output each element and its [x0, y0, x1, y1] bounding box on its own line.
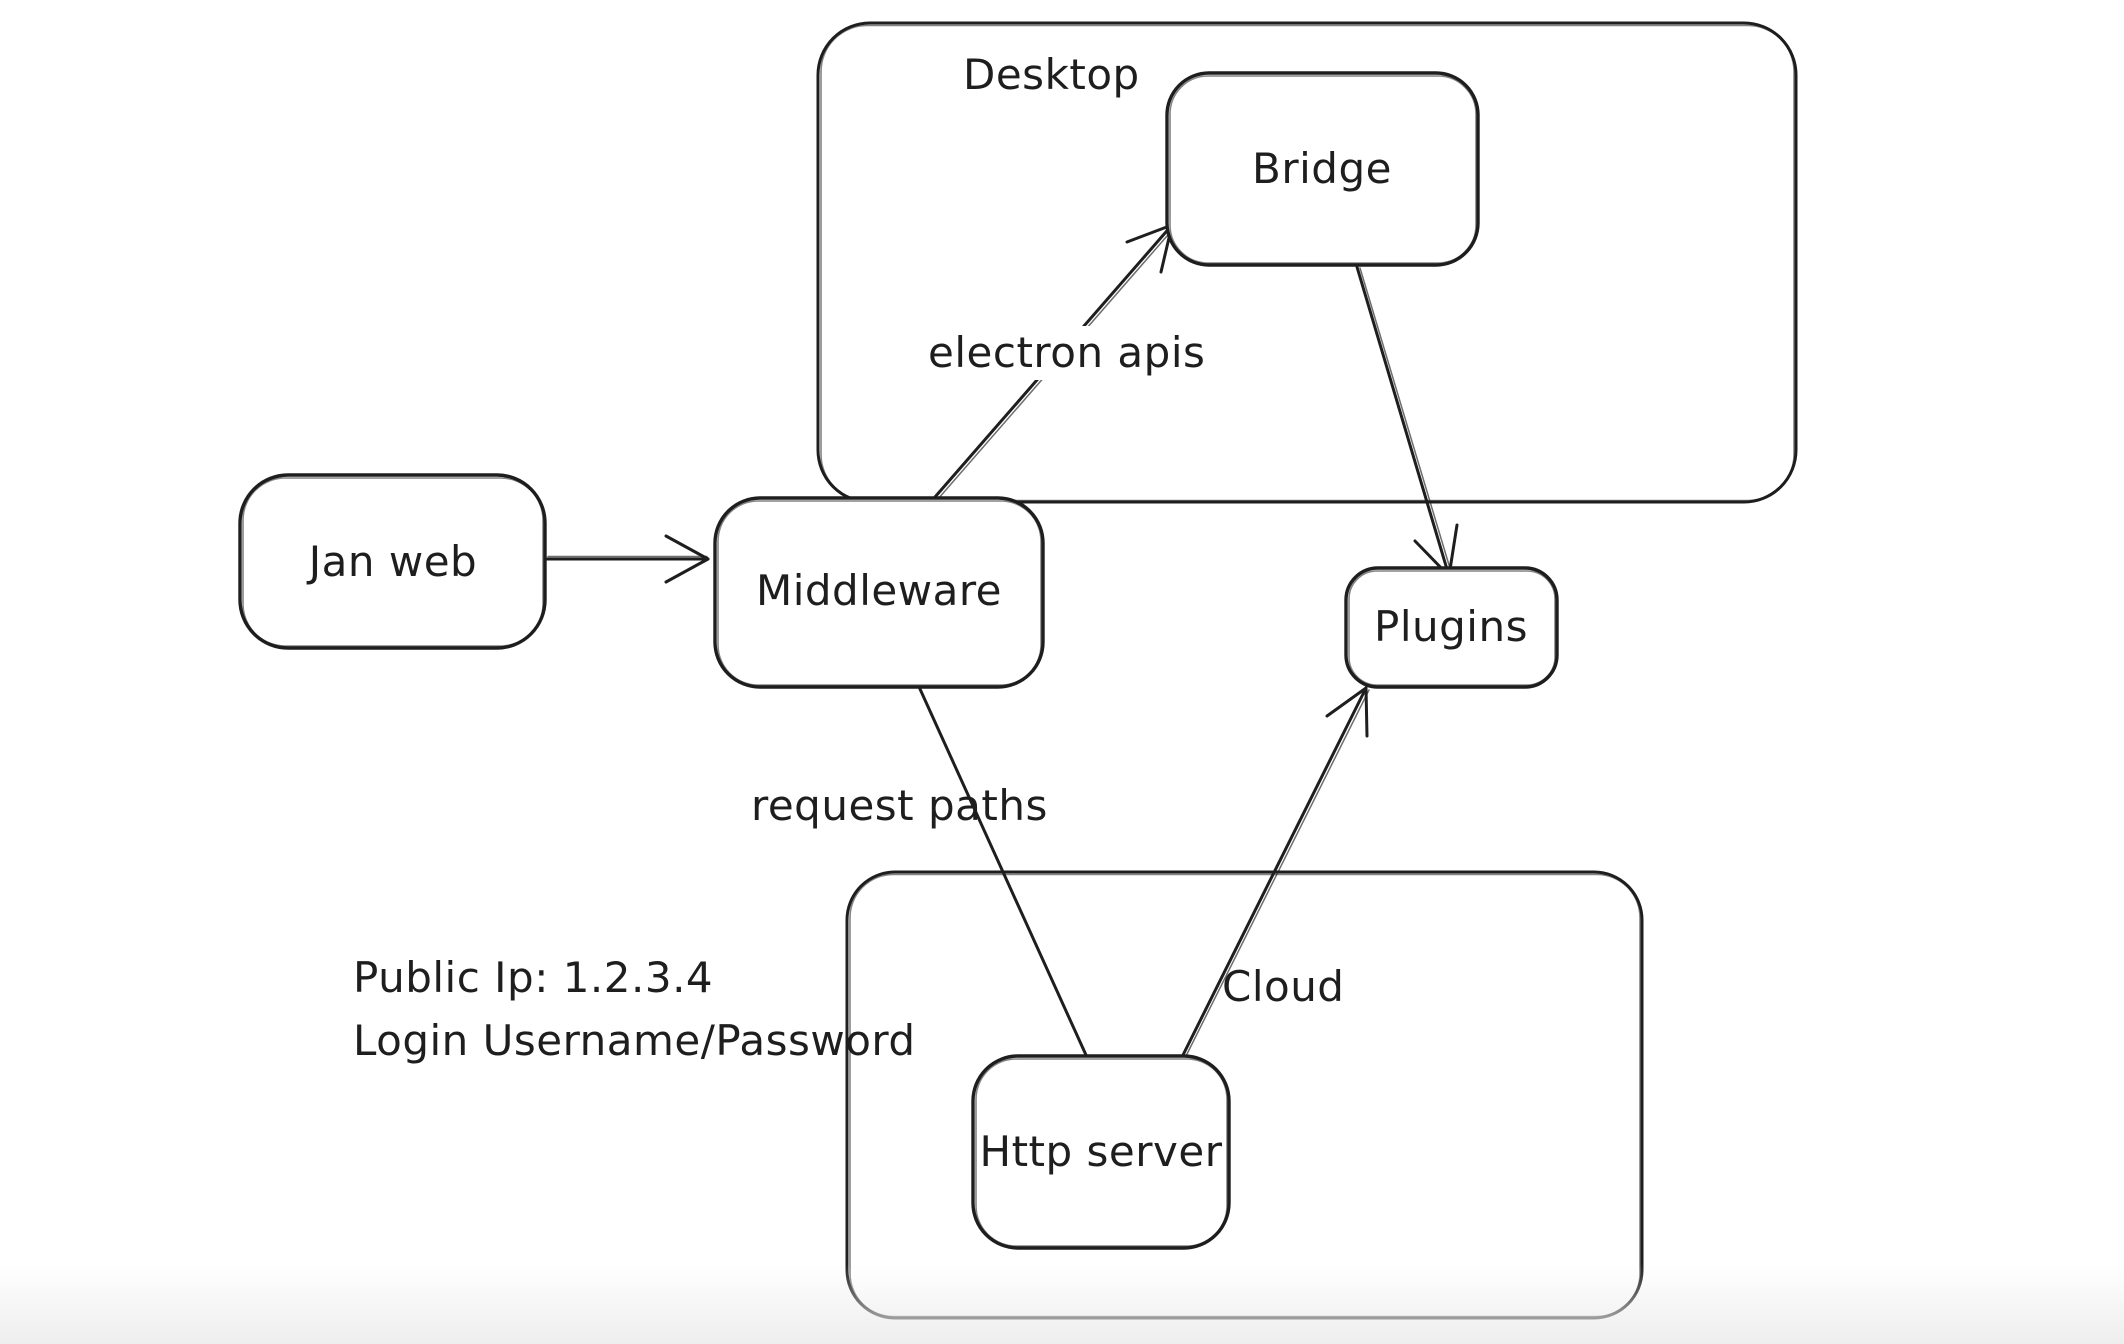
middleware-node-shape[interactable] — [713, 496, 1045, 689]
annotation-public-ip[interactable]: Public Ip: 1.2.3.4 — [353, 953, 714, 1002]
http-server-node-label[interactable]: Http server — [979, 1126, 1223, 1176]
plugins-node-shape[interactable] — [1344, 566, 1559, 689]
jan-web-node-label[interactable]: Jan web — [308, 536, 478, 586]
edge-label-electron-apis[interactable]: electron apis — [920, 326, 1214, 381]
bridge-node-label[interactable]: Bridge — [1252, 143, 1392, 193]
edge-label-request-paths[interactable]: request paths — [751, 781, 1048, 830]
bridge-node-shape[interactable] — [1165, 71, 1480, 267]
arrowhead-plugins-bottom — [1325, 686, 1369, 738]
cloud-container-label[interactable]: Cloud — [1222, 962, 1345, 1011]
desktop-container-label[interactable]: Desktop — [963, 50, 1140, 99]
plugins-node-label[interactable]: Plugins — [1374, 601, 1528, 651]
middleware-node-label[interactable]: Middleware — [755, 565, 1003, 615]
desktop-container-shape[interactable] — [816, 21, 1798, 504]
edge-jan-web-to-middleware[interactable] — [545, 534, 710, 584]
arrowhead-middleware — [664, 534, 710, 584]
jan-web-node-shape[interactable] — [238, 473, 547, 650]
edge-middleware-to-http-server[interactable] — [918, 687, 1088, 1057]
annotation-login[interactable]: Login Username/Password — [353, 1016, 916, 1065]
edge-bridge-to-plugins[interactable] — [1355, 265, 1459, 578]
edge-http-server-to-plugins[interactable] — [1181, 686, 1370, 1057]
http-server-node-shape[interactable] — [971, 1054, 1231, 1250]
